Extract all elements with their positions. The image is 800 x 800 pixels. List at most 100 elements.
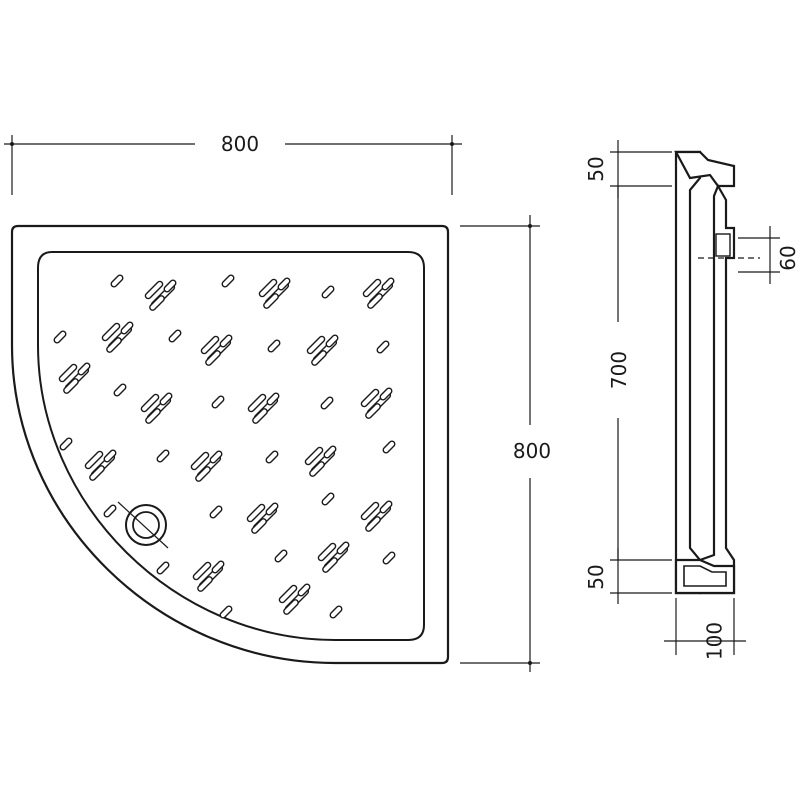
anti-slip-slot — [209, 450, 223, 464]
anti-slip-slot — [321, 285, 335, 299]
anti-slip-slot — [317, 542, 337, 562]
anti-slip-slot — [323, 445, 337, 459]
anti-slip-slot — [365, 516, 381, 532]
plan-view: 800 800 — [4, 132, 551, 672]
anti-slip-slot — [140, 393, 160, 413]
anti-slip-slot — [336, 541, 350, 555]
anti-slip-slot — [376, 340, 390, 354]
anti-slip-slot — [84, 450, 104, 470]
width-label: 800 — [221, 132, 259, 156]
anti-slip-slot — [219, 605, 233, 619]
depth-label: 800 — [513, 439, 551, 463]
drain-dimension: 60 — [738, 226, 800, 284]
anti-slip-slot — [246, 503, 266, 523]
anti-slip-slot — [258, 278, 278, 298]
anti-slip-slot — [144, 280, 164, 300]
anti-slip-slot — [322, 557, 338, 573]
anti-slip-slot — [59, 437, 73, 451]
anti-slip-slot — [200, 335, 220, 355]
width-dimension-dot-right — [450, 142, 454, 146]
section-view: 50 700 50 60 100 — [584, 140, 800, 660]
anti-slip-slot — [149, 295, 165, 311]
drain-outer-ring — [125, 504, 167, 546]
anti-slip-slot — [367, 293, 383, 309]
anti-slip-slot — [320, 396, 334, 410]
anti-slip-slot — [219, 334, 233, 348]
anti-slip-slot — [265, 502, 279, 516]
anti-slip-slot — [382, 551, 396, 565]
anti-slip-slot — [77, 362, 91, 376]
anti-slip-slot — [379, 387, 393, 401]
drain — [117, 501, 169, 549]
bottom-rim-dimension: 50 — [584, 548, 672, 604]
anti-slip-slot — [156, 449, 170, 463]
anti-slip-slot — [190, 451, 210, 471]
anti-slip-slot — [205, 350, 221, 366]
anti-slip-slot — [306, 335, 326, 355]
anti-slip-slot — [360, 501, 380, 521]
anti-slip-slot — [89, 465, 105, 481]
inner-height-label: 700 — [607, 351, 631, 389]
top-rim-label: 50 — [584, 156, 608, 181]
drain-label: 60 — [776, 245, 800, 270]
anti-slip-slot — [211, 560, 225, 574]
bottom-rim-label: 50 — [584, 564, 608, 589]
width-dimension-dot-left — [10, 142, 14, 146]
anti-slip-slot — [329, 605, 343, 619]
anti-slip-slot — [266, 392, 280, 406]
anti-slip-slot — [277, 277, 291, 291]
section-bottom-rim — [674, 558, 736, 595]
anti-slip-slot — [145, 408, 161, 424]
tray-inner-basin — [37, 251, 425, 641]
anti-slip-slot — [311, 350, 327, 366]
anti-slip-slot — [278, 584, 298, 604]
anti-slip-slot — [156, 561, 170, 575]
anti-slip-slot — [325, 334, 339, 348]
anti-slip-slot — [365, 403, 381, 419]
depth-dimension-dot-top — [528, 224, 532, 228]
anti-slip-slot — [309, 461, 325, 477]
anti-slip-slot — [321, 492, 335, 506]
anti-slip-slot — [113, 383, 127, 397]
anti-slip-slot — [53, 330, 67, 344]
anti-slip-slot — [263, 293, 279, 309]
anti-slip-slot — [159, 392, 173, 406]
anti-slip-slot — [362, 278, 382, 298]
anti-slip-slot — [251, 518, 267, 534]
anti-slip-slot — [192, 561, 212, 581]
depth-dimension-dot-bottom — [528, 661, 532, 665]
anti-slip-slot — [103, 504, 117, 518]
anti-slip-slot — [209, 505, 223, 519]
anti-slip-slot — [63, 378, 79, 394]
anti-slip-slot — [120, 321, 134, 335]
section-bottom-rim-inner — [683, 565, 727, 587]
drain-opening — [715, 233, 731, 257]
depth-dimension: 800 — [460, 215, 551, 672]
drain-axis-line — [117, 501, 169, 549]
anti-slip-slot — [211, 395, 225, 409]
anti-slip-slot — [101, 322, 121, 342]
anti-slip-slot — [381, 277, 395, 291]
thickness-label: 100 — [703, 622, 727, 660]
anti-slip-slot — [58, 363, 78, 383]
anti-slip-slot — [106, 337, 122, 353]
section-left-wall — [674, 150, 702, 595]
anti-slip-slot — [304, 446, 324, 466]
thickness-dimension: 100 — [664, 598, 746, 660]
anti-slip-slot — [110, 274, 124, 288]
anti-slip-slot — [382, 440, 396, 454]
anti-slip-slot — [168, 329, 182, 343]
inner-height-dimension: 700 — [607, 186, 631, 560]
anti-slip-slot — [252, 408, 268, 424]
anti-slip-slot — [297, 583, 311, 597]
section-top-rim — [674, 150, 736, 188]
anti-slip-slot — [379, 500, 393, 514]
anti-slip-slot — [360, 388, 380, 408]
anti-slip-slot — [247, 393, 267, 413]
width-dimension: 800 — [4, 132, 462, 195]
anti-slip-pattern — [53, 274, 396, 619]
anti-slip-slot — [197, 576, 213, 592]
drain-inner-ring — [132, 511, 160, 539]
anti-slip-slot — [195, 466, 211, 482]
